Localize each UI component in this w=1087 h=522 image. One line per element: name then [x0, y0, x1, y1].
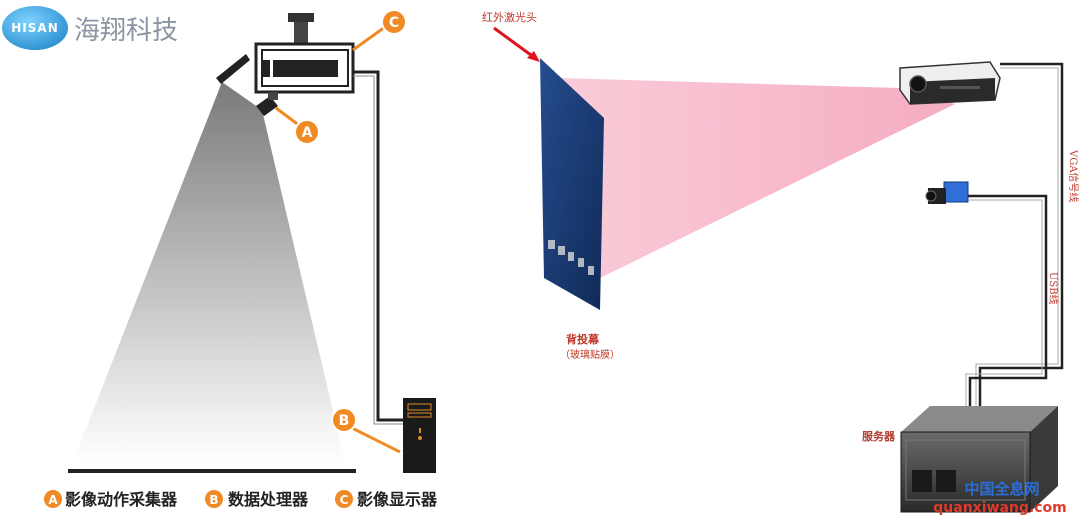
legend: A 影像动作采集器 B 数据处理器 C 影像显示器	[44, 490, 438, 509]
logo-badge-icon	[2, 6, 68, 50]
company-name: 海翔科技	[74, 16, 178, 46]
leader-line-b	[351, 426, 401, 454]
vga-cable-label: VGA信号线	[1067, 149, 1080, 202]
svg-text:影像显示器: 影像显示器	[357, 490, 438, 509]
laser-arrow-head-icon	[527, 51, 540, 62]
image-display-projector-icon	[254, 13, 355, 94]
svg-text:影像动作采集器: 影像动作采集器	[65, 490, 178, 509]
laser-label: 红外激光头	[482, 10, 537, 24]
laser-arrow	[493, 26, 536, 60]
legend-item-c: C 影像显示器	[335, 490, 438, 509]
data-processor-tower-icon	[403, 398, 436, 473]
mirror-icon	[216, 54, 250, 84]
vga-cable	[978, 62, 1064, 408]
projection-beam	[560, 78, 955, 278]
watermark-line1: 中国全息网	[964, 480, 1039, 498]
leader-line-c	[352, 25, 386, 52]
brand-logo: HISAN	[2, 6, 68, 50]
svg-text:B: B	[339, 413, 350, 429]
floor-line	[68, 469, 356, 473]
watermark: 中国全息网 quanxiwang.com	[933, 480, 1066, 516]
usb-cable	[968, 194, 1048, 408]
rear-projection-screen	[540, 58, 604, 310]
server-icon	[900, 406, 1058, 513]
screen-sublabel: （玻璃贴膜）	[560, 348, 620, 361]
legend-item-a: A 影像动作采集器	[44, 490, 178, 509]
badge-b: B	[331, 407, 357, 433]
svg-text:C: C	[340, 493, 349, 507]
motion-capture-camera-icon	[256, 92, 278, 116]
logo-text: HISAN	[11, 21, 58, 35]
legend-item-b: B 数据处理器	[205, 490, 309, 509]
server-label: 服务器	[862, 429, 896, 443]
badge-a: A	[294, 119, 320, 145]
svg-text:数据处理器: 数据处理器	[228, 490, 309, 509]
projection-light-cone	[73, 82, 345, 462]
svg-text:B: B	[209, 493, 218, 507]
projector-icon	[899, 61, 1001, 105]
badge-c: C	[381, 9, 407, 35]
svg-text:C: C	[389, 15, 399, 31]
svg-text:A: A	[302, 125, 313, 141]
signal-cable	[353, 70, 404, 422]
svg-text:A: A	[48, 493, 58, 507]
usb-cable-label: USB线	[1047, 272, 1060, 305]
leader-line-a	[275, 106, 301, 128]
ir-camera-icon	[925, 181, 969, 204]
watermark-line2: quanxiwang.com	[933, 500, 1066, 516]
screen-label: 背投幕	[566, 332, 600, 346]
